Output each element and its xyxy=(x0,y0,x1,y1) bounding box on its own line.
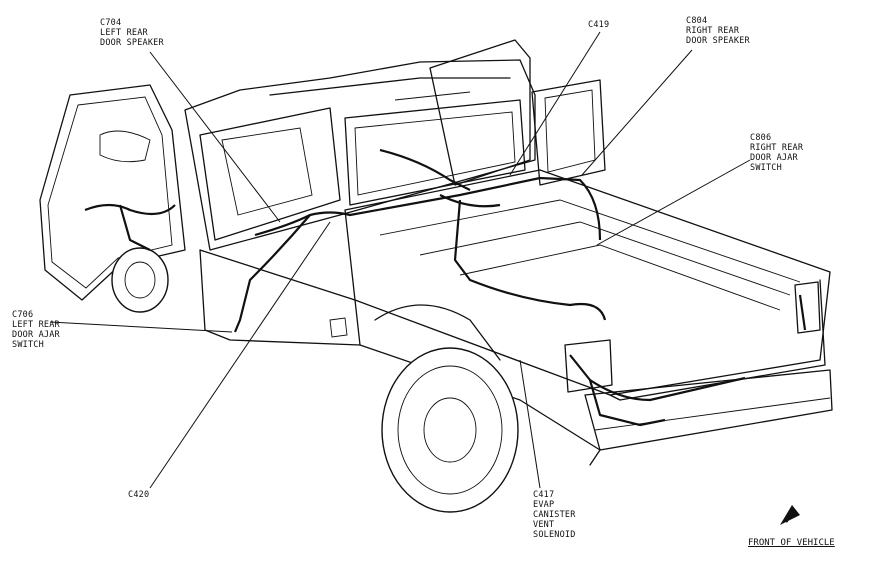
callout-c706-id: C706 xyxy=(12,310,34,320)
callout-c420-id: C420 xyxy=(128,490,150,500)
pickup-bed xyxy=(344,169,833,451)
front-arrow-icon xyxy=(780,505,800,525)
front-of-vehicle-label: FRONT OF VEHICLE xyxy=(748,538,835,548)
callout-c804-id: C804 xyxy=(686,16,708,26)
callout-c417-line-1: EVAP xyxy=(533,500,555,510)
callout-c706-line-2: DOOR AJAR xyxy=(12,330,60,340)
rear-tire xyxy=(374,304,519,513)
wiring-harness xyxy=(84,148,807,427)
callout-c804-line-2: DOOR SPEAKER xyxy=(686,36,750,46)
callout-c417-id: C417 xyxy=(533,490,555,500)
callout-c417-line-2: CANISTER xyxy=(533,510,576,520)
callout-c417-line-4: SOLENOID xyxy=(533,530,576,540)
callout-c706-line-1: LEFT REAR xyxy=(12,320,60,330)
callout-c704-line-2: DOOR SPEAKER xyxy=(100,38,164,48)
cab-body xyxy=(184,59,536,251)
callout-c704-id: C704 xyxy=(100,18,122,28)
callout-c417-line-3: VENT xyxy=(533,520,555,530)
callout-c704: C704 LEFT REAR DOOR SPEAKER xyxy=(100,18,164,48)
callout-c804-line-1: RIGHT REAR xyxy=(686,26,740,36)
callout-c417: C417 EVAP CANISTER VENT SOLENOID xyxy=(533,490,576,540)
callout-c806-line-2: DOOR AJAR xyxy=(750,153,798,163)
rear-left-tire xyxy=(111,247,169,313)
callout-c419: C419 xyxy=(588,20,609,30)
callout-c420: C420 xyxy=(128,490,149,500)
callout-c806-id: C806 xyxy=(750,133,772,143)
callout-c706-line-3: SWITCH xyxy=(12,340,44,350)
callout-c806-line-1: RIGHT REAR xyxy=(750,143,804,153)
callout-c419-id: C419 xyxy=(588,20,610,30)
callout-c706: C706 LEFT REAR DOOR AJAR SWITCH xyxy=(12,310,60,350)
callout-c804: C804 RIGHT REAR DOOR SPEAKER xyxy=(686,16,750,46)
callout-c704-line-1: LEFT REAR xyxy=(100,28,148,38)
leader-lines xyxy=(49,31,751,489)
callout-c806: C806 RIGHT REAR DOOR AJAR SWITCH xyxy=(750,133,803,173)
callout-c806-line-3: SWITCH xyxy=(750,163,782,173)
tail-lamps xyxy=(564,281,821,393)
